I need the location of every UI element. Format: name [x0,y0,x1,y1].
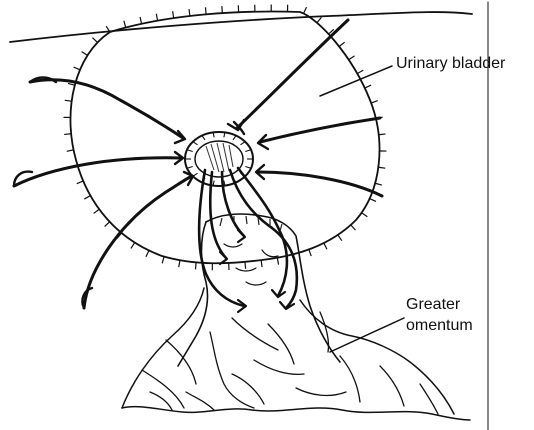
stitch-tick [146,251,149,257]
stitch-tick [304,7,307,13]
stitch-tick [339,42,345,46]
stitch-tick [245,262,246,269]
bladder-neck-opening [185,132,253,186]
stitch-tick [156,14,157,21]
neck-stitch-tick [202,136,205,140]
stitch-tick [131,243,135,249]
suture-left-upper [30,80,183,138]
stitch-tick [378,167,385,168]
stitch-tick [277,258,278,265]
stitch-tick [379,134,386,135]
stitch-tick [67,150,74,151]
stitch-tick [68,83,75,85]
stitch-tick [84,196,90,199]
stitch-tick [162,257,164,264]
stitch-tick [64,134,71,135]
stitch-tick [189,9,190,16]
urinary-bladder-label: Urinary bladder [396,53,505,74]
stitch-tick [77,181,83,184]
stitch-tick [94,209,100,213]
suture-left-lower [84,176,192,308]
stitch-tick [365,85,371,88]
stitch-tick [82,52,88,56]
neck-stitch-tick [245,167,251,169]
neck-stitch-tick [233,136,236,140]
stitch-tick [195,262,196,269]
omentum-leader-line [330,318,404,352]
stitch-tick [261,260,262,267]
stitch-tick [173,11,174,18]
greater-omentum-label-line2: omentum [406,315,473,336]
stitch-tick [362,213,368,217]
sutures [14,20,382,308]
suture-top-right [237,20,348,128]
stitch-tick [92,38,97,43]
suture-right-upper [260,118,380,142]
stitch-tick [375,183,382,185]
urinary-bladder-outline [70,12,379,264]
stitch-tick [357,70,363,73]
greater-omentum-label-line1: Greater [406,294,460,315]
stitch-tick [140,17,141,24]
stitch-tick [349,56,355,60]
neck-stitch-tick [187,150,193,152]
neck-stitch-tick [187,167,193,169]
suture-left-mid [14,158,182,186]
neck-stitch-tick [245,150,251,152]
neck-stitch-tick [193,142,198,145]
stitch-tick [370,199,376,202]
abdominal-wall-line [10,12,472,42]
suture-right-lower [258,172,382,196]
stitch-tick [74,67,80,70]
stitch-tick [338,235,342,241]
omentum-pedicle [178,214,340,366]
neck-stitch-tick [240,142,245,145]
stitch-tick [309,249,311,256]
stitch-tick [371,101,378,103]
stitch-tick [65,100,72,101]
stitch-tick [105,222,110,227]
stitch-tick [351,225,356,230]
stitch-tick [317,17,322,22]
stitch-tick [324,243,327,249]
omental-strands [199,168,297,312]
suture-hook [82,288,92,308]
stitch-tick [124,21,126,28]
stitch-tick [179,260,180,267]
stitch-tick [205,7,206,14]
